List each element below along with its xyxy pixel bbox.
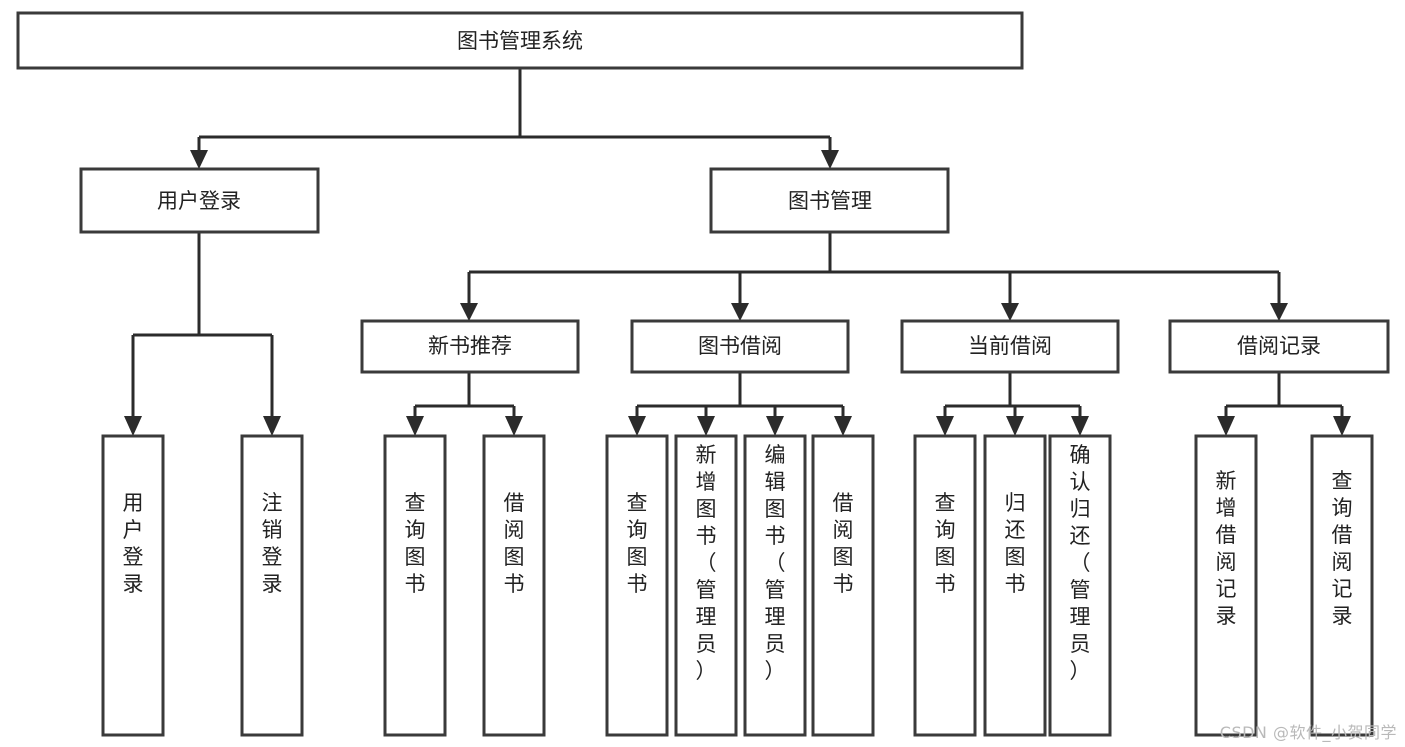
node-borrow-record-label: 借阅记录 — [1237, 334, 1321, 358]
arrow-head-book-borrow — [731, 303, 749, 321]
leaf-new-book-2-label: 借阅图书 — [504, 491, 525, 596]
leaf-borrow-record-2-box[interactable] — [1310, 434, 1374, 737]
node-current-borrow-box[interactable] — [900, 319, 1120, 374]
arrow-head-leaf-new-book-2 — [505, 416, 523, 436]
leaf-borrow-record-2[interactable]: 查询借阅记录 — [1310, 434, 1374, 737]
node-book-borrow-label: 图书借阅 — [698, 334, 782, 358]
arrow-head-leaf-book-borrow-3 — [766, 416, 784, 436]
node-root-label: 图书管理系统 — [457, 29, 583, 53]
leaf-book-borrow-2-box[interactable] — [674, 434, 738, 737]
node-user-login-box[interactable] — [79, 167, 320, 234]
leaf-current-borrow-1-box[interactable] — [913, 434, 977, 737]
leaf-borrow-record-2-label: 查询借阅记录 — [1332, 469, 1353, 628]
leaf-new-book-1-label: 查询图书 — [405, 491, 426, 596]
leaf-book-borrow-3-box[interactable] — [743, 434, 807, 737]
node-borrow-record[interactable]: 借阅记录 — [1168, 319, 1390, 374]
node-user-login[interactable]: 用户登录 — [79, 167, 320, 234]
arrow-head-leaf-user-login-1 — [124, 416, 142, 436]
node-new-book-recommend-box[interactable] — [360, 319, 580, 374]
leaf-book-borrow-4-label: 借阅图书 — [833, 491, 854, 596]
leaf-user-login-2[interactable]: 注销登录 — [240, 434, 304, 737]
arrow-head-leaf-user-login-2 — [263, 416, 281, 436]
arrow-head-leaf-current-borrow-1 — [936, 416, 954, 436]
arrow-head-leaf-book-borrow-4 — [834, 416, 852, 436]
node-current-borrow[interactable]: 当前借阅 — [900, 319, 1120, 374]
leaf-user-login-1-label: 用户登录 — [123, 491, 144, 596]
arrow-head-current-borrow — [1001, 303, 1019, 321]
leaf-book-borrow-3-label: 编辑图书（管理员） — [765, 443, 786, 683]
node-root[interactable]: 图书管理系统 — [16, 11, 1024, 70]
leaf-current-borrow-2-label: 归还图书 — [1005, 491, 1026, 596]
arrow-head-leaf-book-borrow-2 — [697, 416, 715, 436]
leaf-current-borrow-3-label: 确认归还（管理员） — [1070, 443, 1091, 683]
arrow-head-leaf-borrow-record-2 — [1333, 416, 1351, 436]
node-book-borrow-box[interactable] — [630, 319, 850, 374]
node-root-box[interactable] — [16, 11, 1024, 70]
leaf-book-borrow-4[interactable]: 借阅图书 — [811, 434, 875, 737]
leaf-user-login-1[interactable]: 用户登录 — [101, 434, 165, 737]
arrow-head-book-mgmt — [821, 150, 839, 169]
leaf-current-borrow-3[interactable]: 确认归还（管理员） — [1048, 434, 1112, 737]
leaf-book-borrow-1-box[interactable] — [605, 434, 669, 737]
node-user-login-label: 用户登录 — [157, 189, 241, 213]
leaf-book-borrow-2-label: 新增图书（管理员） — [696, 443, 717, 683]
node-current-borrow-label: 当前借阅 — [968, 334, 1052, 358]
arrow-head-leaf-current-borrow-2 — [1006, 416, 1024, 436]
node-new-book-recommend-label: 新书推荐 — [428, 334, 512, 358]
arrow-head-leaf-new-book-1 — [406, 416, 424, 436]
leaf-current-borrow-1[interactable]: 查询图书 — [913, 434, 977, 737]
leaf-user-login-2-label: 注销登录 — [262, 491, 283, 596]
leaf-current-borrow-1-label: 查询图书 — [935, 491, 956, 596]
leaf-borrow-record-1[interactable]: 新增借阅记录 — [1194, 434, 1258, 737]
leaf-new-book-1-box[interactable] — [383, 434, 447, 737]
arrow-head-leaf-borrow-record-1 — [1217, 416, 1235, 436]
arrow-head-new-book — [460, 303, 478, 321]
leaf-book-borrow-3[interactable]: 编辑图书（管理员） — [743, 434, 807, 737]
arrow-head-leaf-current-borrow-3 — [1071, 416, 1089, 436]
leaf-current-borrow-3-box[interactable] — [1048, 434, 1112, 737]
leaf-user-login-1-box[interactable] — [101, 434, 165, 737]
leaf-book-borrow-2[interactable]: 新增图书（管理员） — [674, 434, 738, 737]
csdn-watermark: CSDN @软件_小贺同学 — [1219, 723, 1397, 742]
leaf-new-book-2-box[interactable] — [482, 434, 546, 737]
node-book-management[interactable]: 图书管理 — [709, 167, 950, 234]
leaf-borrow-record-1-box[interactable] — [1194, 434, 1258, 737]
leaf-book-borrow-1[interactable]: 查询图书 — [605, 434, 669, 737]
arrow-head-borrow-record — [1270, 303, 1288, 321]
node-book-management-box[interactable] — [709, 167, 950, 234]
leaf-current-borrow-2[interactable]: 归还图书 — [983, 434, 1047, 737]
node-book-borrow[interactable]: 图书借阅 — [630, 319, 850, 374]
leaf-new-book-1[interactable]: 查询图书 — [383, 434, 447, 737]
leaf-user-login-2-box[interactable] — [240, 434, 304, 737]
leaf-book-borrow-1-label: 查询图书 — [627, 491, 648, 596]
arrow-head-leaf-book-borrow-1 — [628, 416, 646, 436]
leaf-new-book-2[interactable]: 借阅图书 — [482, 434, 546, 737]
arrow-head-user-login — [190, 150, 208, 169]
node-borrow-record-box[interactable] — [1168, 319, 1390, 374]
node-new-book-recommend[interactable]: 新书推荐 — [360, 319, 580, 374]
node-book-management-label: 图书管理 — [788, 189, 872, 213]
connector-layer — [124, 68, 1351, 436]
leaf-borrow-record-1-label: 新增借阅记录 — [1216, 469, 1237, 628]
leaf-current-borrow-2-box[interactable] — [983, 434, 1047, 737]
leaf-book-borrow-4-box[interactable] — [811, 434, 875, 737]
